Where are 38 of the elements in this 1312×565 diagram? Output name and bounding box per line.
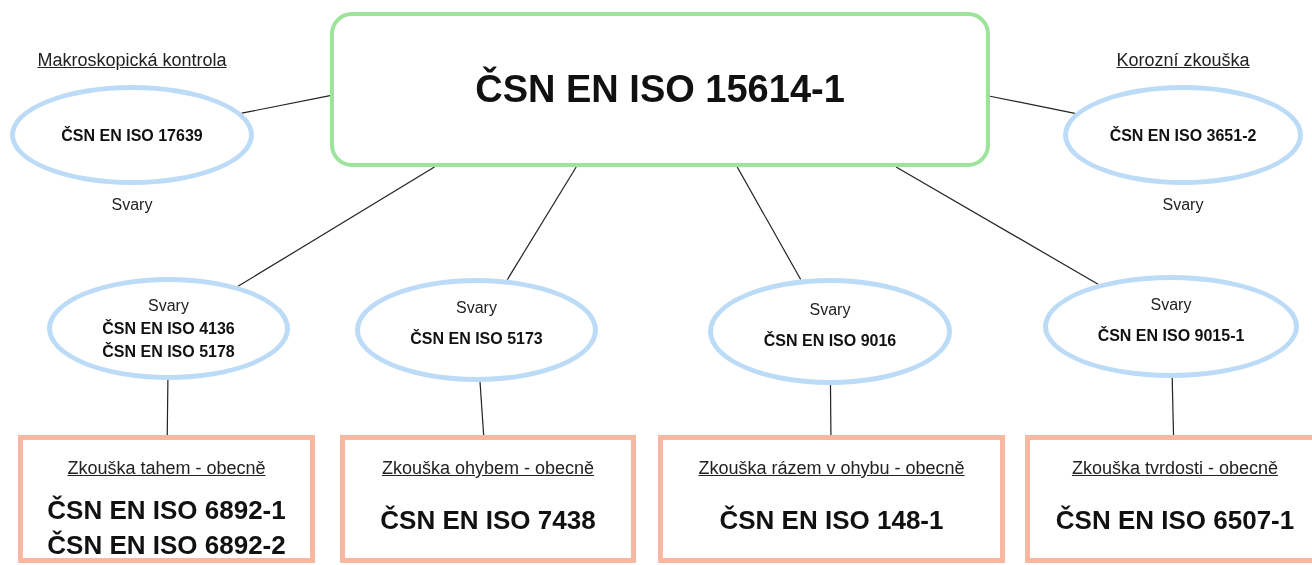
- standard-code: ČSN EN ISO 148-1: [719, 504, 944, 537]
- connector-line: [895, 166, 1099, 285]
- standard-code: ČSN EN ISO 6892-2: [47, 529, 286, 562]
- standard-code: ČSN EN ISO 5173: [410, 328, 543, 349]
- test-box: [658, 435, 1005, 563]
- standard-code: ČSN EN ISO 17639: [61, 125, 203, 146]
- connector-line: [241, 95, 331, 114]
- category-text: Svary: [809, 299, 851, 320]
- heading-text: Korozní zkouška: [1115, 50, 1251, 71]
- note-text: Svary: [110, 196, 154, 214]
- standard-code: ČSN EN ISO 6892-1: [47, 494, 286, 527]
- test-box: [340, 435, 636, 563]
- heading-text: Makroskopická kontrola: [36, 50, 228, 71]
- connector-line: [829, 384, 832, 436]
- category-text: Svary: [148, 296, 189, 316]
- standard-code: ČSN EN ISO 6507-1: [1055, 504, 1295, 537]
- standard-code: ČSN EN ISO 9015-1: [1097, 325, 1245, 346]
- test-box: [1025, 435, 1312, 563]
- connector-line: [237, 166, 436, 287]
- note-text: Svary: [1161, 196, 1205, 214]
- test-box: [18, 435, 315, 563]
- standard-code: ČSN EN ISO 7438: [380, 504, 596, 537]
- standard-title: ČSN EN ISO 15614-1: [475, 68, 845, 111]
- connector-line: [166, 379, 169, 436]
- test-heading: Zkouška tahem - obecně: [67, 458, 266, 479]
- connector-line: [989, 95, 1076, 114]
- category-text: Svary: [456, 298, 497, 318]
- standard-code: ČSN EN ISO 9016: [763, 330, 897, 351]
- standard-code: ČSN EN ISO 5178: [102, 341, 235, 362]
- standard-box: [330, 12, 990, 167]
- test-heading: Zkouška rázem v ohybu - obecně: [698, 458, 965, 479]
- standard-code: ČSN EN ISO 4136: [102, 318, 235, 339]
- standard-code: ČSN EN ISO 3651-2: [1109, 125, 1257, 146]
- connector-line: [1171, 377, 1175, 436]
- connector-line: [479, 381, 485, 436]
- test-heading: Zkouška ohybem - obecně: [381, 458, 595, 479]
- test-heading: Zkouška tvrdosti - obecně: [1071, 458, 1279, 479]
- category-text: Svary: [1150, 294, 1192, 315]
